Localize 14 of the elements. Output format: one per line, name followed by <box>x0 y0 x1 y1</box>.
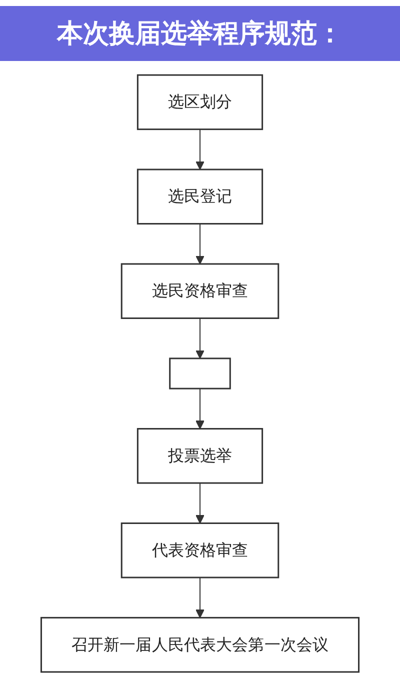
arrow <box>196 483 204 524</box>
node-box: 代表资格审查 <box>120 522 280 578</box>
node-box: 选区划分 <box>136 74 264 130</box>
arrow <box>196 578 204 618</box>
arrow <box>196 388 204 430</box>
node-box: 选民登记 <box>136 168 264 225</box>
arrow <box>196 129 204 170</box>
title-banner: 本次换届选举程序规范： <box>0 6 400 61</box>
node-box: 选民资格审查 <box>120 263 280 319</box>
arrow <box>196 318 204 359</box>
node-box <box>169 358 231 390</box>
node-box: 召开新一届人民代表大会第一次会议 <box>40 616 360 673</box>
arrow <box>196 224 204 264</box>
node-box: 投票选举 <box>136 428 264 484</box>
